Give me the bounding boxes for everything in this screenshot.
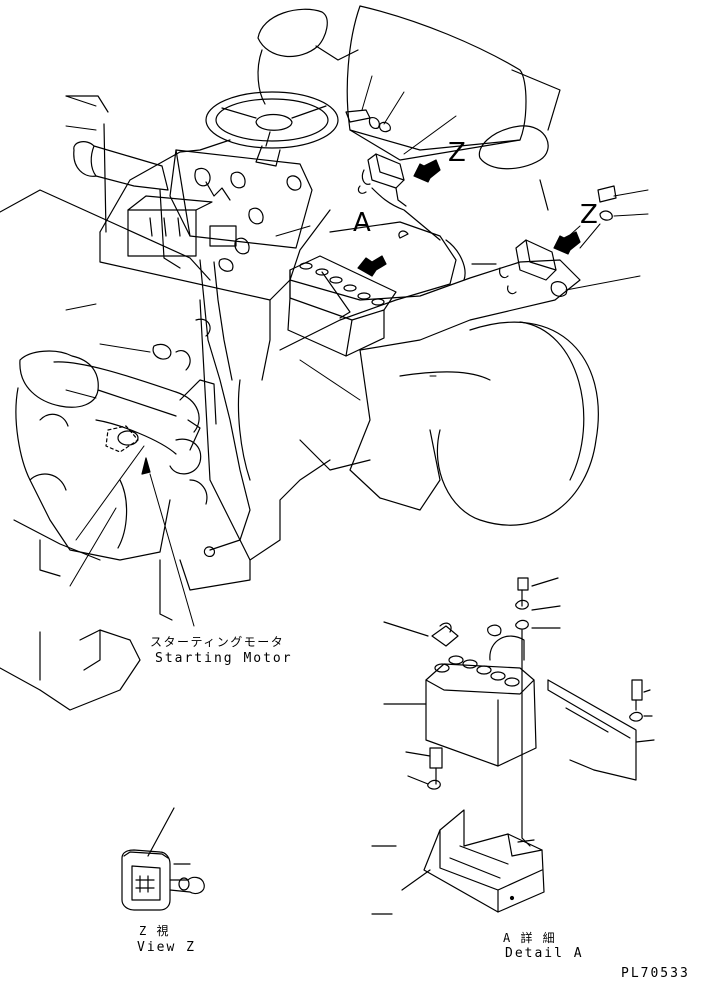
steering-wheel <box>205 91 339 167</box>
control-unit <box>127 149 313 272</box>
body-panel <box>0 95 581 351</box>
rear-wheel <box>299 321 599 526</box>
key-switch-view-z-1 <box>345 109 407 207</box>
leader-lines <box>65 75 649 627</box>
drawing-number: PL70533 <box>621 966 690 981</box>
arrow-view-z-2 <box>553 231 581 255</box>
starting-motor-label-en: Starting Motor <box>155 651 293 666</box>
battery-upper <box>287 255 397 357</box>
callout-z-1: Z <box>448 138 466 168</box>
wiring-harness <box>152 259 271 557</box>
battery-cable <box>279 187 497 351</box>
callout-a: A <box>353 208 371 238</box>
detail-a-label-en: Detail A <box>505 946 584 961</box>
view-z <box>121 807 205 911</box>
engine <box>13 350 208 577</box>
starting-motor-leader-arrow <box>141 457 151 475</box>
arrow-view-z-1 <box>413 159 441 183</box>
seat <box>257 5 561 170</box>
detail-a-label-jp: A 詳 細 <box>503 931 557 945</box>
frame <box>0 299 331 711</box>
callout-z-2: Z <box>580 200 598 230</box>
air-cleaner <box>73 123 181 269</box>
detail-a <box>371 577 655 915</box>
starting-motor-label-jp: スターティングモータ <box>150 635 285 649</box>
key-switch-view-z-2 <box>499 185 617 297</box>
arrow-detail-a <box>357 255 387 277</box>
view-z-label-jp: Z 視 <box>139 924 170 938</box>
view-z-label-en: View Z <box>137 940 196 955</box>
